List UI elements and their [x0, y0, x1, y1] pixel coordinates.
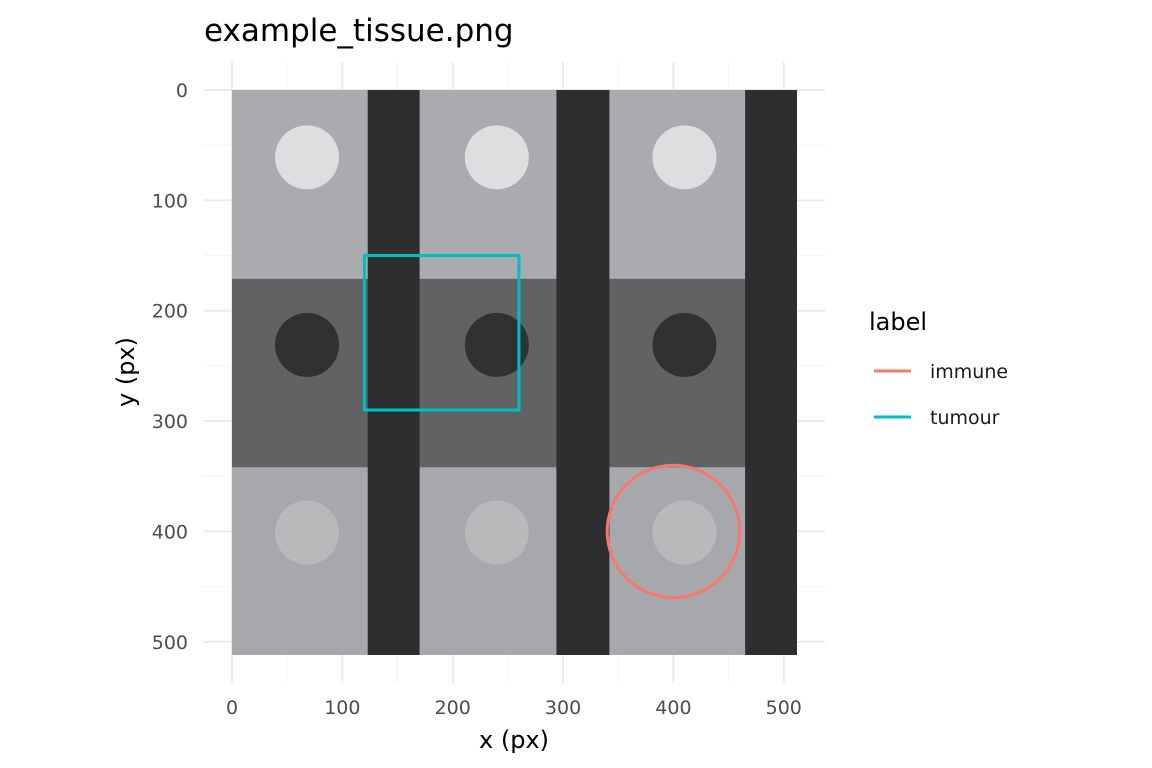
image-dark-column [367, 90, 420, 655]
image-dark-column [556, 90, 610, 655]
image-blob [464, 500, 529, 565]
x-tick-label: 100 [324, 697, 360, 719]
legend-title: label [869, 308, 927, 336]
x-axis-ticks: 0 100 200 300 400 500 [226, 697, 802, 719]
legend: label immune tumour [869, 308, 1008, 429]
x-tick-label: 0 [226, 697, 238, 719]
image-row-band [232, 467, 797, 655]
x-tick-label: 300 [545, 697, 581, 719]
y-tick-label: 200 [152, 301, 188, 323]
chart-title: example_tissue.png [204, 13, 514, 49]
x-tick-label: 200 [435, 697, 471, 719]
x-tick-label: 400 [655, 697, 691, 719]
y-tick-label: 0 [176, 80, 188, 102]
y-tick-label: 100 [152, 190, 188, 212]
image-dark-column [745, 90, 797, 655]
y-tick-label: 300 [152, 411, 188, 433]
y-tick-label: 400 [152, 521, 188, 543]
legend-label-tumour: tumour [930, 407, 1000, 429]
image-blob [275, 500, 340, 565]
image-row-band [232, 90, 797, 279]
immune-circle [605, 463, 742, 600]
image-blob [652, 125, 717, 190]
tissue-image [232, 90, 797, 655]
y-axis-title: y (px) [112, 337, 140, 407]
x-tick-label: 500 [766, 697, 802, 719]
legend-label-immune: immune [930, 361, 1008, 383]
x-axis-title: x (px) [479, 726, 549, 754]
annotation-layer [362, 254, 742, 600]
tumour-rectangle [362, 254, 521, 412]
y-axis-ticks: 0 100 200 300 400 500 [152, 80, 188, 654]
image-row-band [232, 278, 797, 468]
y-tick-label: 500 [152, 632, 188, 654]
image-blob [275, 125, 340, 190]
image-blob [464, 312, 529, 377]
image-blob [275, 312, 340, 377]
image-blob [464, 125, 529, 190]
image-blob [652, 312, 717, 377]
image-blob [652, 500, 717, 565]
